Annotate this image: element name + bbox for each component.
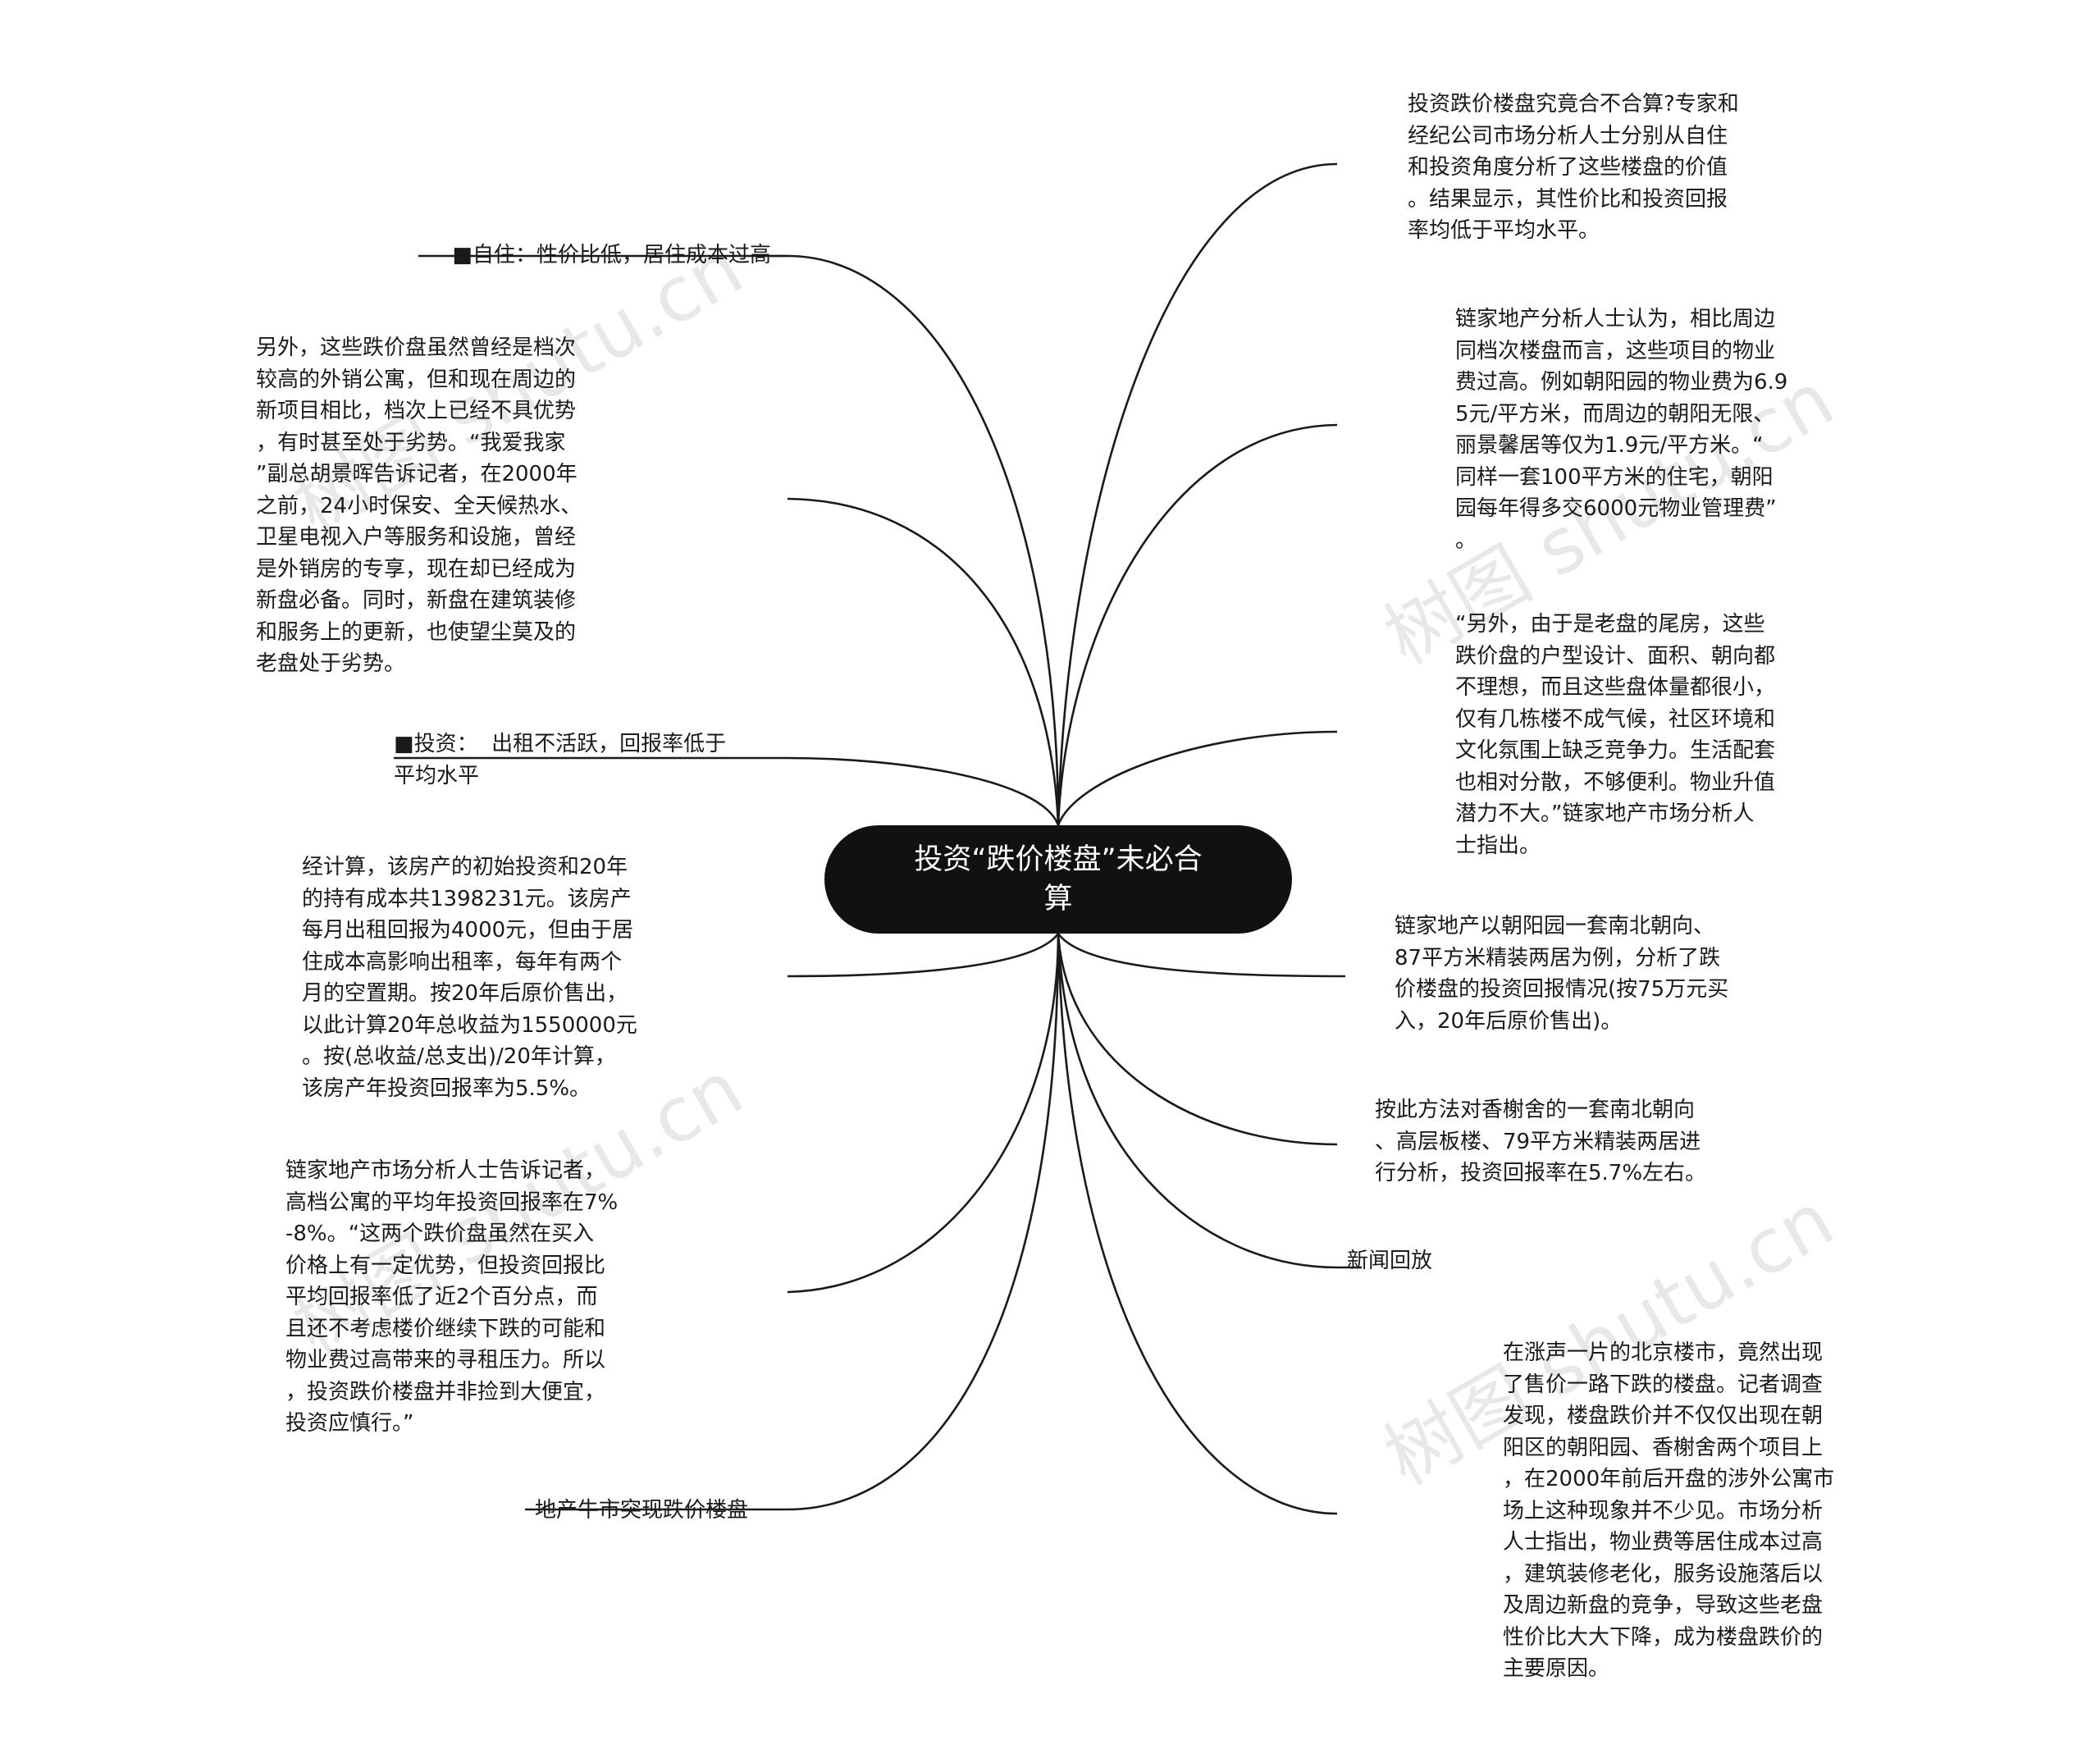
node-news-replay[interactable]: 新闻回放 — [1347, 1249, 1433, 1273]
edge-l2 — [787, 497, 1060, 826]
node-self-use[interactable]: ■自住：性价比低，居住成本过高 — [452, 243, 771, 267]
node-expert-analysis[interactable]: 投资跌价楼盘究竟合不合算?专家和 经纪公司市场分析人士分别从自住 和投资角度分析… — [1408, 92, 1739, 243]
node-investment[interactable]: ■投资： 出租不活跃，回报率低于 平均水平 — [394, 732, 727, 788]
edge-r2 — [1057, 423, 1338, 826]
edge-l4 — [787, 933, 1060, 978]
node-analyst-return[interactable]: 链家地产市场分析人士告诉记者， 高档公寓的平均年投资回报率在7% -8%。“这两… — [285, 1158, 619, 1436]
node-calculation[interactable]: 经计算，该房产的初始投资和20年 的持有成本共1398231元。该房产 每月出租… — [302, 855, 637, 1101]
central-topic[interactable]: 投资“跌价楼盘”未必合 算 — [824, 825, 1292, 934]
node-grade-disadvantage[interactable]: 另外，这些跌价盘虽然曾经是档次 较高的外销公寓，但和现在周边的 新项目相比，档次… — [256, 336, 582, 676]
edge-l1 — [771, 254, 1060, 826]
node-property-fee[interactable]: 链家地产分析人士认为，相比周边 同档次楼盘而言，这些项目的物业 费过高。例如朝阳… — [1455, 307, 1788, 553]
edge-r5 — [1057, 933, 1338, 1146]
edge-r3 — [1057, 730, 1338, 826]
node-xiangxieshe-analysis[interactable]: 按此方法对香榭舍的一套南北朝向 、高层板楼、79平方米精装两居进 行分析，投资回… — [1375, 1098, 1707, 1185]
node-bull-market[interactable]: 地产牛市突现跌价楼盘 — [535, 1498, 749, 1523]
node-beijing-market[interactable]: 在涨声一片的北京楼市，竟然出现 了售价一路下跌的楼盘。记者调查 发现，楼盘跌价并… — [1503, 1340, 1835, 1681]
node-chaoyangyuan-example[interactable]: 链家地产以朝阳园一套南北朝向、 87平方米精装两居为例，分析了跌 价楼盘的投资回… — [1395, 914, 1729, 1034]
edge-r7 — [1057, 933, 1338, 1515]
edge-l5 — [787, 933, 1060, 1294]
edge-l6 — [787, 933, 1060, 1511]
edge-r6 — [1057, 933, 1338, 1269]
node-old-tail-units[interactable]: “另外，由于是老盘的尾房，这些 跌价盘的户型设计、面积、朝向都 不理想，而且这些… — [1455, 612, 1776, 858]
edge-r1 — [1057, 162, 1338, 826]
edge-r4 — [1057, 933, 1346, 978]
edge-l3 — [787, 756, 1060, 826]
